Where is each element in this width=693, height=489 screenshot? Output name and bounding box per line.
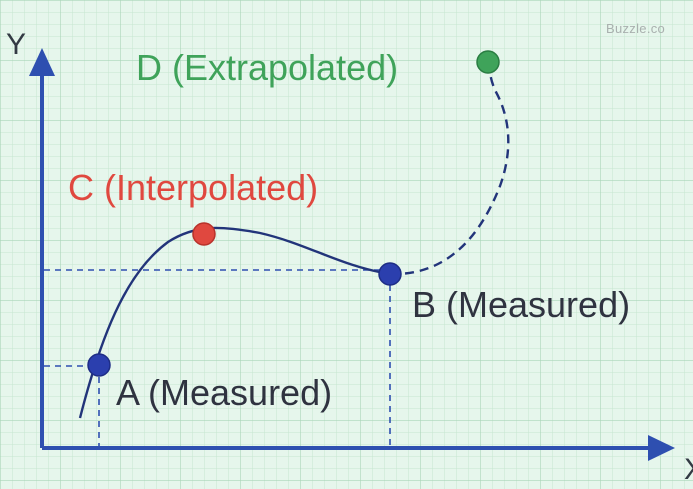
y-axis-label: Y — [6, 28, 27, 61]
point-b-marker — [378, 262, 402, 286]
point-d-label: D (Extrapolated) — [136, 47, 399, 88]
point-c-marker — [192, 222, 216, 246]
y-axis-arrow-icon — [29, 48, 55, 76]
x-axis-arrow-icon — [648, 435, 675, 461]
point-a-marker — [87, 353, 111, 377]
x-axis-label: X — [684, 455, 693, 485]
point-b-label: B (Measured) — [412, 284, 631, 325]
point-a-label: A (Measured) — [116, 372, 333, 413]
curve-extrapolated — [389, 62, 510, 276]
point-c-label: C (Interpolated) — [68, 167, 319, 208]
axes — [29, 48, 675, 461]
watermark: Buzzle.co — [606, 21, 666, 36]
point-d-marker — [476, 50, 500, 74]
